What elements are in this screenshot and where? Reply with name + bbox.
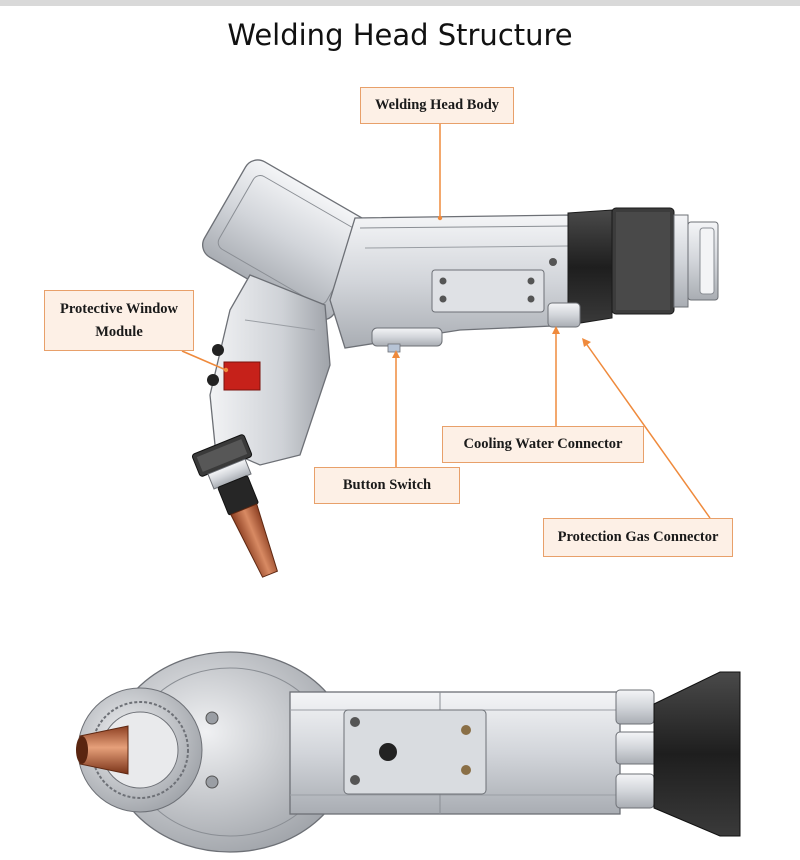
welding-head-side-view [191, 159, 719, 578]
handle [209, 274, 331, 466]
label-cooling-water-connector: Cooling Water Connector [442, 426, 644, 463]
rear-sleeve [567, 209, 613, 326]
label-welding-head-body-text: Welding Head Body [374, 97, 500, 114]
label-button-switch-text: Button Switch [342, 477, 432, 494]
page-title: Welding Head Structure [227, 18, 573, 52]
cooling-water-connector-part [547, 302, 581, 328]
label-protection-gas-connector-text: Protection Gas Connector [557, 529, 719, 546]
label-protective-window-module: Protective Window Module [44, 290, 194, 351]
leader-lines [181, 124, 711, 519]
nozzle-assembly [191, 434, 278, 578]
top-plate [343, 709, 487, 795]
rear-cone [653, 671, 741, 837]
top-bar [0, 0, 800, 6]
label-welding-head-body: Welding Head Body [360, 87, 514, 124]
button-switch-part [371, 327, 443, 347]
welding-head-top-view [76, 651, 741, 853]
label-protection-gas-connector: Protection Gas Connector [543, 518, 733, 557]
body-plate [431, 269, 545, 313]
label-protective-window-line2: Module [95, 323, 143, 340]
label-button-switch: Button Switch [314, 467, 460, 504]
copper-nozzle-tip [230, 503, 278, 578]
label-cooling-water-connector-text: Cooling Water Connector [463, 436, 623, 453]
protective-window-part [223, 361, 261, 391]
label-protective-window-line1: Protective Window [59, 301, 178, 318]
